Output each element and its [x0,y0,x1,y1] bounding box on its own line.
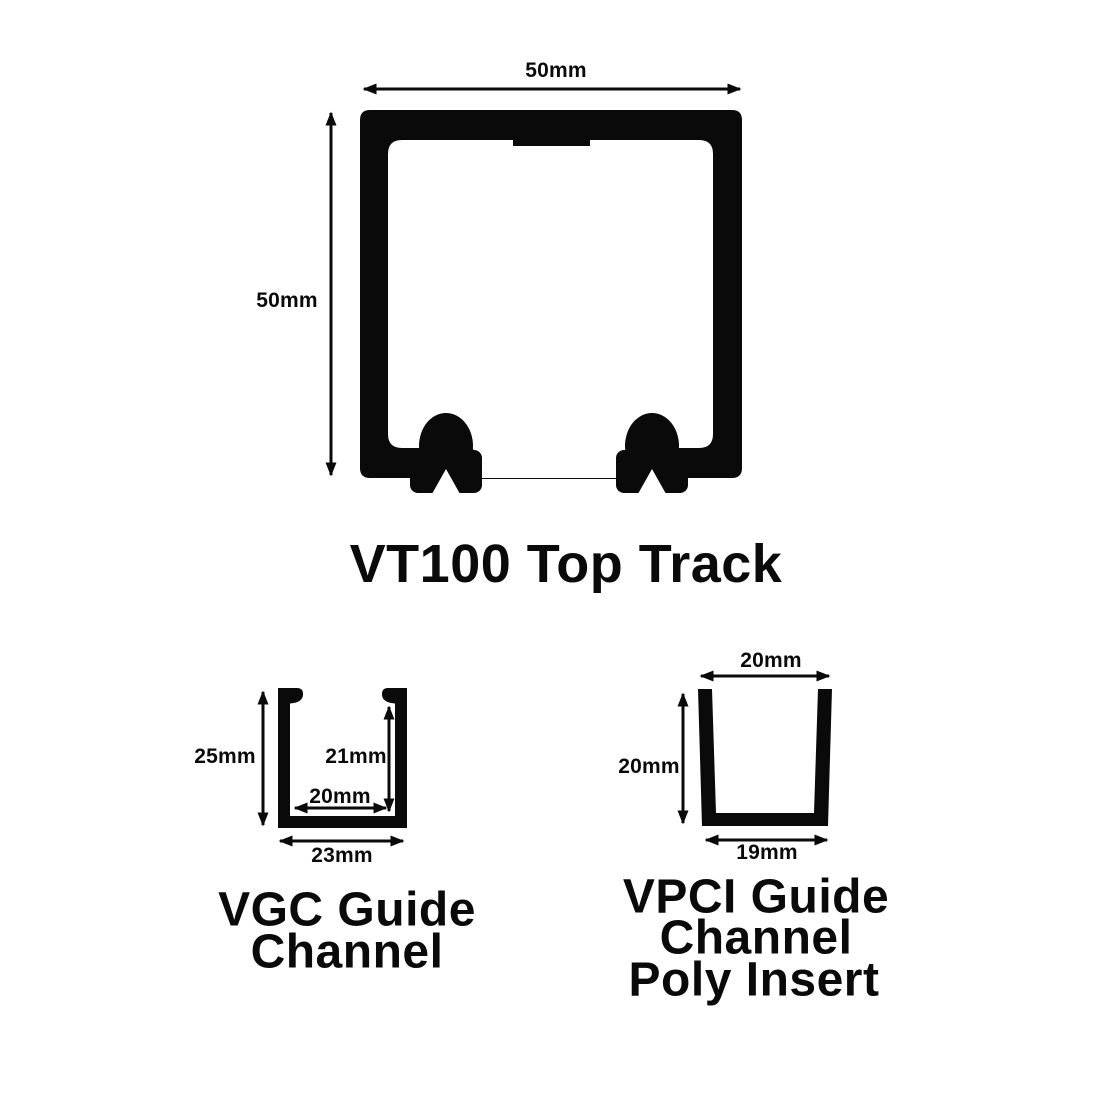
vpci-top-width-dim-label: 20mm [740,649,802,672]
vt100-left-roller [410,413,482,493]
vt100-width-dim-label: 50mm [525,59,587,82]
vt100-title: VT100 Top Track [349,534,783,594]
vpci-height-dim-label: 20mm [618,755,680,778]
vgc-right-lip [381,688,395,704]
vgc-inner-height-dim-label: 21mm [325,745,387,768]
vgc-title-line-1: VGC Guide [218,883,476,937]
vgc-inner-width-dim-label: 20mm [309,785,371,808]
vpci-insert-profile [698,689,832,826]
vpci-bottom-width-dim-label: 19mm [736,841,798,864]
vgc-title-line-2: Channel [250,925,444,979]
vgc-left-lip [290,688,304,704]
vgc-outer-width-dim-label: 23mm [311,844,373,867]
vgc-outer-height-dim-label: 25mm [194,745,256,768]
vpci-title-line-1: VPCI Guide [622,870,890,924]
vpci-title-line-2: Channel [659,911,853,965]
vt100-height-dim-label: 50mm [256,289,318,312]
vpci-title-line-3: Poly Insert [628,953,880,1007]
vt100-right-roller [616,413,688,493]
vt100-track-profile [360,110,742,479]
